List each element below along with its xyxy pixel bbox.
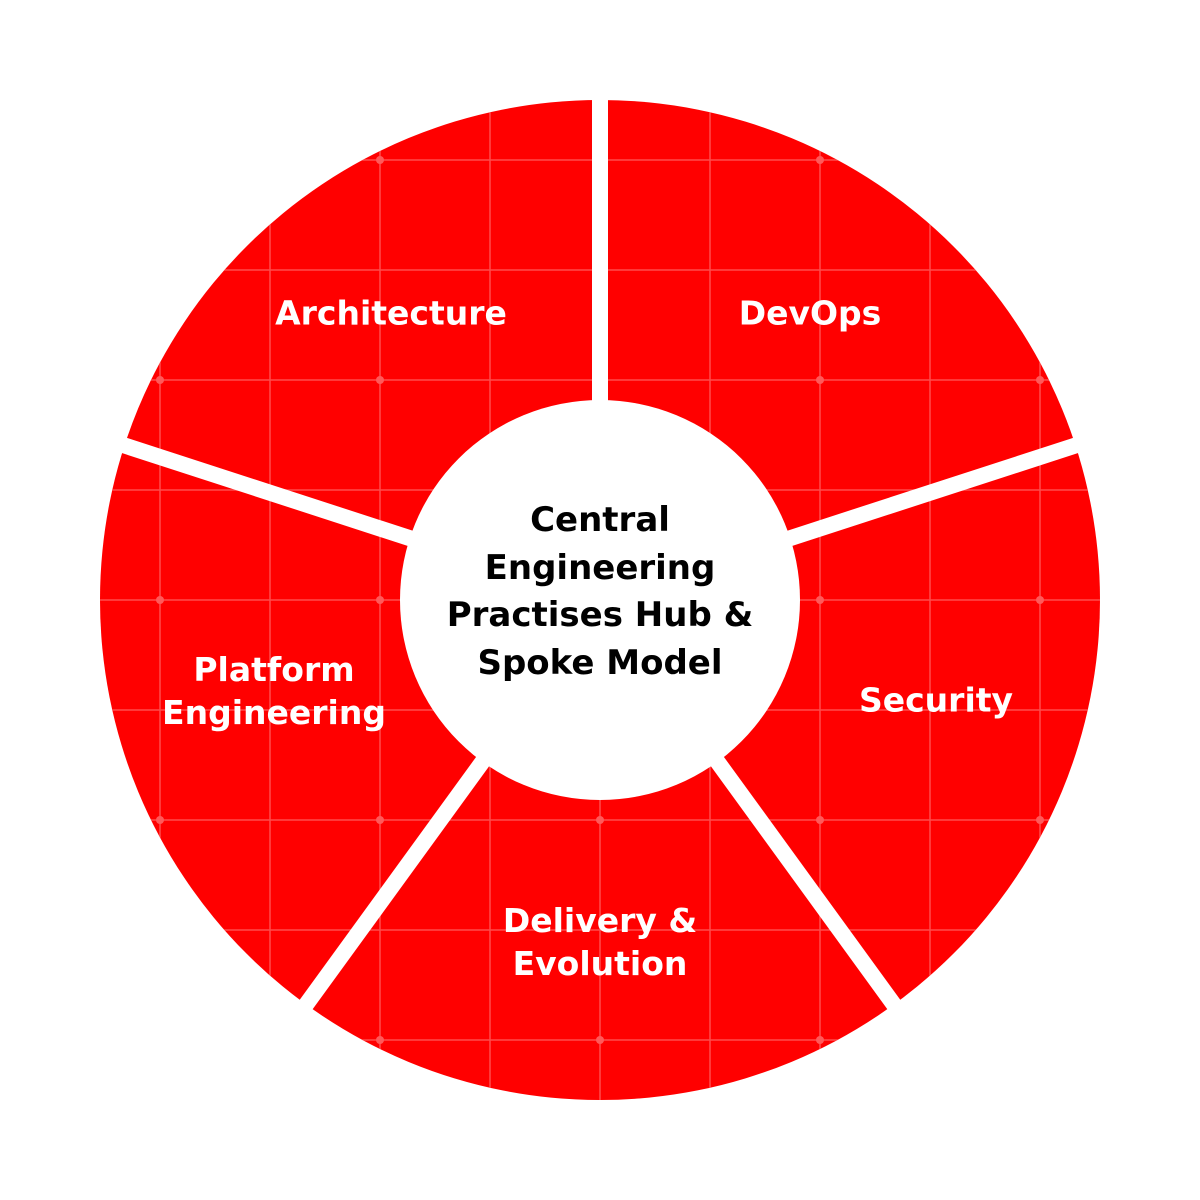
label-devops: DevOps xyxy=(739,293,882,336)
label-line: Delivery & xyxy=(502,901,698,941)
label-line: Security xyxy=(858,680,1014,720)
label-platform-engineering: Platform Engineering xyxy=(162,649,386,735)
label-line: Evolution xyxy=(512,944,688,983)
hub-title-line: Engineering xyxy=(484,547,716,588)
hub-title-line: Spoke Model xyxy=(477,642,723,683)
label-security: Security xyxy=(859,680,1013,723)
hub-title: Central Engineering Practises Hub & Spok… xyxy=(447,497,754,687)
label-line: DevOps xyxy=(738,293,882,333)
label-line: Engineering xyxy=(162,693,386,732)
hub-circle[interactable] xyxy=(400,400,800,800)
label-architecture: Architecture xyxy=(275,293,507,336)
label-delivery-evolution: Delivery & Evolution xyxy=(503,900,697,986)
label-line: Platform xyxy=(193,650,355,690)
label-line: Architecture xyxy=(275,293,507,333)
hub-title-line: Central xyxy=(530,499,670,540)
hub-title-line: Practises Hub & xyxy=(446,595,754,635)
